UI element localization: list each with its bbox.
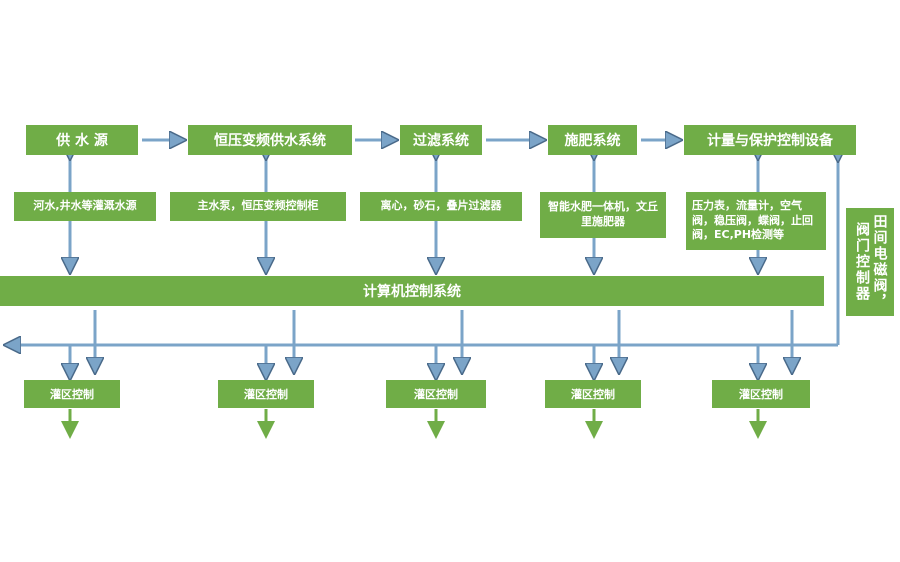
filter-system-box: 过滤系统 xyxy=(400,125,482,155)
water-source-detail: 河水,井水等灌溉水源 xyxy=(14,192,156,221)
computer-control-system: 计算机控制系统 xyxy=(0,276,824,306)
pump-detail: 主水泵，恒压变频控制柜 xyxy=(170,192,346,221)
zone-control-3: 灌区控制 xyxy=(386,380,486,408)
water-source-box: 供 水 源 xyxy=(26,125,138,155)
zone-control-4: 灌区控制 xyxy=(545,380,641,408)
field-valve-controller: 田间电磁阀，阀门控制器 xyxy=(846,208,894,316)
metering-protection-box: 计量与保护控制设备 xyxy=(684,125,856,155)
pump-system-box: 恒压变频供水系统 xyxy=(188,125,352,155)
fertilizer-detail: 智能水肥一体机，文丘里施肥器 xyxy=(540,192,666,238)
fertilizer-system-box: 施肥系统 xyxy=(548,125,637,155)
filter-detail: 离心，砂石，叠片过滤器 xyxy=(360,192,522,221)
zone-control-1: 灌区控制 xyxy=(24,380,120,408)
metering-detail: 压力表，流量计，空气阀，稳压阀，蝶阀，止回阀，EC,PH检测等 xyxy=(686,192,826,250)
zone-control-2: 灌区控制 xyxy=(218,380,314,408)
zone-control-5: 灌区控制 xyxy=(712,380,810,408)
